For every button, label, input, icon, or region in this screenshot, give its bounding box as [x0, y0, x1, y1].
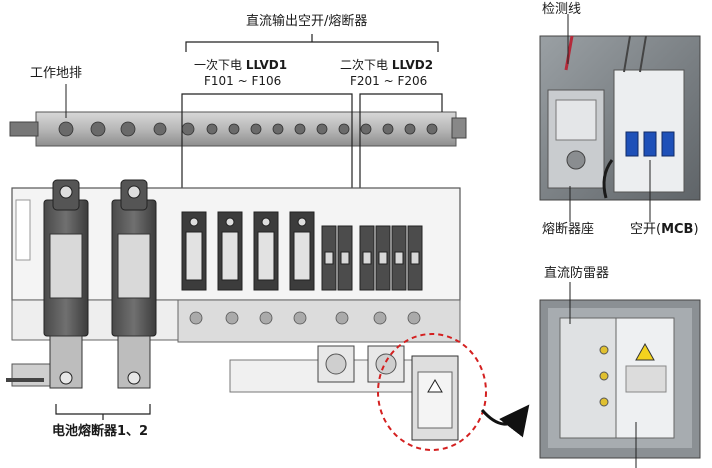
mcb-label: 空开(MCB): [630, 222, 699, 237]
pointer-arrow: [480, 404, 530, 438]
spd-label: 直流防雷器: [544, 266, 610, 281]
photo-surge-protector: [539, 299, 701, 459]
llvd2-title: 二次下电 LLVD2: [340, 58, 434, 72]
battery-fuse-1: [43, 179, 89, 389]
llvd1-bracket: [181, 93, 353, 200]
llvd1-range: F101 ~ F106: [204, 74, 282, 88]
spd-highlight-circle: [377, 333, 487, 451]
dc-output-label: 直流输出空开/熔断器: [246, 14, 368, 29]
dc-output-bracket: [185, 34, 439, 52]
battery-fuse-bracket: [55, 404, 151, 420]
surge-protector-device: [411, 355, 459, 441]
battery-fuse-2: [111, 179, 157, 389]
photo-fuse-mcb: [539, 35, 701, 201]
llvd1-title: 一次下电 LLVD1: [194, 58, 288, 72]
mcb-breakers: [321, 225, 423, 291]
ground-bar: [9, 111, 467, 147]
llvd1-fuses: [181, 211, 315, 291]
work-ground-label: 工作地排: [30, 66, 83, 81]
llvd2-bracket: [359, 93, 443, 200]
llvd2-range: F201 ~ F206: [350, 74, 428, 88]
battery-fuse-label: 电池熔断器1、2: [52, 424, 149, 439]
detect-line-label: 检测线: [542, 2, 582, 17]
fuse-base-label: 熔断器座: [542, 222, 595, 237]
